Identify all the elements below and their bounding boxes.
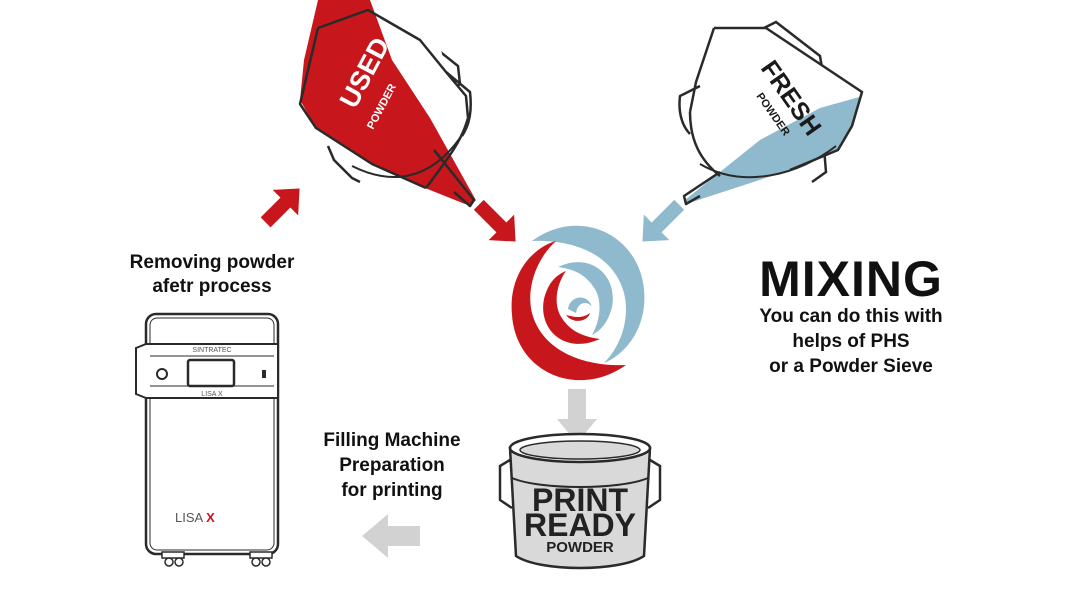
print-ready-line2: READY — [524, 507, 636, 543]
mixing-line2: helps of PHS — [792, 331, 909, 352]
printer-panel-bottom: LISA X — [201, 391, 223, 398]
arrow-down-icon — [557, 389, 597, 443]
lisa-x-printer: SINTRATEC LISA X LISA X — [135, 312, 280, 567]
printer-screen — [186, 358, 236, 388]
fresh-bucket-handle — [763, 20, 824, 69]
printer-power-button — [156, 368, 168, 380]
print-ready-bucket: PRINT READY POWDER — [498, 432, 662, 570]
fresh-bucket-outline — [678, 26, 864, 206]
filling-label-line1: Filling Machine — [323, 430, 460, 451]
arrow-down-right-icon — [473, 199, 516, 242]
removing-label-line2: afetr process — [152, 276, 271, 297]
filling-label-line2: Preparation — [339, 455, 445, 476]
used-powder-bucket: USED POWDER — [298, 0, 476, 208]
used-bucket-outline — [298, 8, 476, 208]
fresh-powder-bucket: FRESH POWDER — [678, 20, 864, 206]
mixing-line1: You can do this with — [759, 306, 942, 327]
mixing-line3: or a Powder Sieve — [769, 356, 933, 377]
print-ready-line3: POWDER — [546, 539, 614, 556]
printer-wheels — [161, 551, 273, 567]
arrow-down-left-icon — [642, 199, 685, 242]
removing-label-line1: Removing powder — [130, 252, 295, 273]
print-ready-bucket-handle — [498, 458, 662, 510]
printer-panel-top: SINTRATEC — [192, 347, 231, 354]
arrow-left-icon — [362, 514, 420, 558]
printer-brand: LISA X — [175, 510, 215, 525]
print-ready-bucket-body — [508, 446, 652, 570]
swirl-icon — [511, 225, 645, 381]
print-ready-line1: PRINT — [532, 482, 628, 518]
filling-label-line3: for printing — [341, 480, 442, 501]
arrow-up-right-icon — [260, 188, 300, 228]
mixing-title: MIXING — [759, 251, 943, 307]
